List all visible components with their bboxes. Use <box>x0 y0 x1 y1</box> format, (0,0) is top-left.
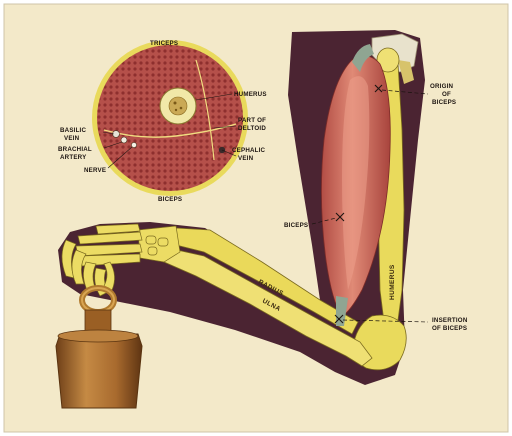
label-origin-biceps: BICEPS <box>432 99 456 106</box>
label-humerus-cs: HUMERUS <box>234 91 267 98</box>
label-cephalic-vein: VEIN <box>238 155 254 162</box>
label-insertion: INSERTION <box>432 317 468 324</box>
label-basilic-vein: VEIN <box>64 135 80 142</box>
label-triceps: TRICEPS <box>150 40 178 47</box>
label-artery: ARTERY <box>60 154 87 161</box>
label-humerus-arm: HUMERUS <box>389 264 396 300</box>
label-origin: ORIGIN <box>430 83 454 90</box>
label-biceps-cs: BICEPS <box>158 196 182 203</box>
weight-top <box>58 330 138 342</box>
label-of-biceps: OF BICEPS <box>432 325 467 332</box>
label-basilic: BASILIC <box>60 127 86 134</box>
nerve-dot <box>131 142 136 147</box>
label-biceps-arm: BICEPS <box>284 222 308 229</box>
label-cephalic: CEPHALIC <box>232 147 266 154</box>
label-part-of: PART OF <box>238 117 266 124</box>
label-brachial: BRACHIAL <box>58 146 92 153</box>
weight-body <box>56 334 142 408</box>
label-of: OF <box>442 91 451 98</box>
cross-section <box>92 40 248 196</box>
label-deltoid: DELTOID <box>238 125 266 132</box>
label-nerve: NERVE <box>84 167 106 174</box>
